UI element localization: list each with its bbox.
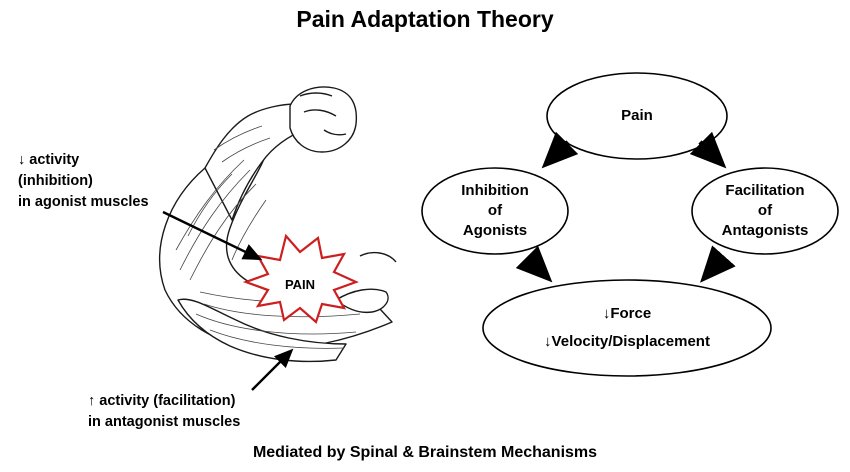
facilitation-node-line: Facilitation: [725, 181, 804, 201]
inhibition-node-line: Agonists: [463, 221, 527, 241]
inhibition-node: Inhibition of Agonists: [422, 168, 568, 254]
footer-caption: Mediated by Spinal & Brainstem Mechanism…: [0, 444, 850, 462]
facilitation-node-line: Antagonists: [722, 221, 809, 241]
facilitation-to-outcome-arrow: [706, 258, 722, 276]
inhibition-node-line: of: [488, 201, 502, 221]
agonist-note: ↓ activity (inhibition) in agonist muscl…: [18, 150, 149, 213]
facilitation-node: Facilitation of Antagonists: [692, 168, 838, 254]
antagonist-note-line: in antagonist muscles: [88, 412, 240, 433]
outcome-node-velocity: ↓Velocity/Displacement: [544, 328, 710, 356]
agonist-note-line: in agonist muscles: [18, 192, 149, 213]
inhibition-to-outcome-arrow: [528, 258, 546, 276]
outcome-node-force: ↓Force: [603, 300, 651, 328]
facilitation-node-line: of: [758, 201, 772, 221]
inhibition-node-line: Inhibition: [461, 181, 528, 201]
pain-burst-label: PAIN: [285, 277, 315, 292]
pain-node-label: Pain: [621, 106, 653, 126]
antagonist-note: ↑ activity (facilitation) in antagonist …: [88, 391, 240, 433]
agonist-note-line: (inhibition): [18, 171, 149, 192]
agonist-note-line: ↓ activity: [18, 150, 149, 171]
arm-illustration: [160, 87, 396, 361]
outcome-node: ↓Force ↓Velocity/Displacement: [483, 280, 771, 376]
antagonist-note-line: ↑ activity (facilitation): [88, 391, 240, 412]
pain-node: Pain: [547, 73, 727, 159]
